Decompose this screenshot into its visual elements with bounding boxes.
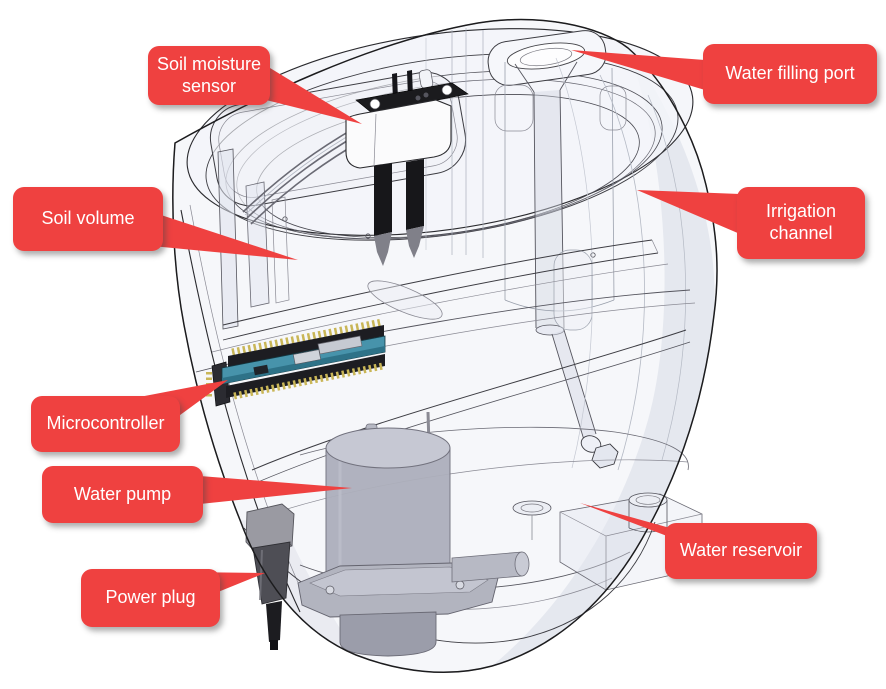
callout-water-pump: Water pump	[42, 466, 203, 523]
soil-moisture-sensor-graphic	[242, 70, 469, 266]
water-filling-port-tube	[487, 30, 619, 469]
power-plug-graphic	[245, 503, 295, 650]
callout-soil-volume: Soil volume	[13, 187, 163, 251]
callout-microcontroller: Microcontroller	[31, 396, 180, 452]
water-pump-graphic	[297, 411, 530, 657]
callout-water-reservoir: Water reservoir	[665, 523, 817, 579]
callout-irrigation-channel: Irrigation channel	[737, 187, 865, 259]
callout-power-plug: Power plug	[81, 569, 220, 627]
callout-water-filling-port: Water filling port	[703, 44, 877, 104]
callout-soil-moisture-sensor: Soil moisture sensor	[148, 46, 270, 105]
microcontroller-graphic	[206, 318, 386, 407]
